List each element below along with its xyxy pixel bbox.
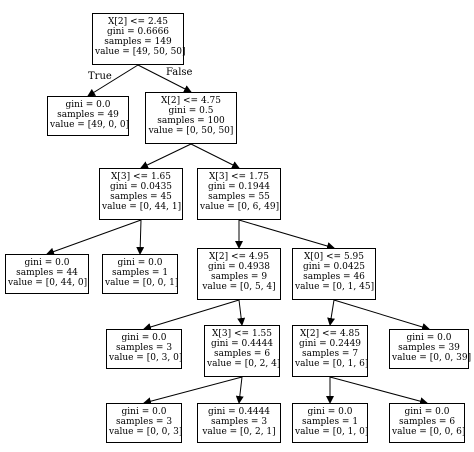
node-text-line: gini = 0.0435 (109, 182, 173, 192)
node-text-line: value = [0, 6, 49] (200, 202, 280, 212)
node-text-line: gini = 0.0 (117, 258, 163, 268)
node-text-line: X[2] <= 4.95 (209, 252, 269, 262)
node-text-line: samples = 1 (301, 417, 359, 427)
node-text-line: samples = 46 (303, 272, 365, 282)
node-text-line: value = [49, 0, 0] (50, 120, 130, 130)
tree-edge-n2-n3 (140, 143, 192, 169)
node-text-line: value = [0, 2, 1] (202, 427, 276, 437)
node-text-line: X[3] <= 1.65 (111, 172, 171, 182)
node-text-line: gini = 0.5 (168, 106, 214, 116)
node-text-line: gini = 0.4938 (207, 262, 271, 272)
node-text-line: gini = 0.0 (121, 407, 167, 417)
node-text-line: samples = 7 (301, 349, 359, 359)
tree-edge-n7-n10 (237, 299, 246, 326)
tree-edge-n10-n13 (143, 376, 243, 406)
node-text-line: samples = 39 (398, 343, 460, 353)
tree-edge-n8-n12 (333, 299, 430, 331)
node-text-line: gini = 0.0 (65, 100, 111, 110)
node-text-line: gini = 0.6666 (106, 27, 170, 37)
node-text-line: X[2] <= 2.45 (108, 17, 168, 27)
node-text-line: value = [0, 0, 6] (392, 427, 466, 437)
node-text-line: value = [0, 44, 0] (8, 278, 88, 288)
node-text-line: samples = 45 (110, 192, 172, 202)
node-text-line: samples = 3 (115, 417, 173, 427)
tree-edge-n0-n2 (137, 64, 192, 93)
node-text-line: value = [0, 0, 3] (109, 427, 183, 437)
node-text-line: samples = 6 (398, 417, 456, 427)
node-text-line: gini = 0.0 (406, 333, 452, 343)
node-text-line: samples = 3 (115, 343, 173, 353)
node-text-line: value = [0, 5, 4] (202, 282, 276, 292)
tree-edge-n3-n5 (46, 219, 142, 256)
node-text-line: value = [0, 0, 39] (392, 353, 472, 363)
node-text-line: gini = 0.2449 (298, 339, 362, 349)
node-text-line: samples = 3 (210, 417, 268, 427)
node-text-line: gini = 0.1944 (207, 182, 271, 192)
node-text-line: value = [0, 1, 0] (295, 427, 369, 437)
tree-edge-n11-n16 (329, 376, 428, 406)
tree-edge-n0-n1 (87, 64, 139, 97)
node-text-line: value = [0, 2, 4] (207, 359, 281, 369)
node-text-line: gini = 0.0 (307, 407, 353, 417)
node-text-line: samples = 9 (210, 272, 268, 282)
node-text-line: gini = 0.4444 (207, 407, 271, 417)
tree-edge-n8-n11 (327, 299, 336, 326)
node-text-line: value = [0, 50, 50] (148, 126, 234, 136)
node-text-line: X[3] <= 1.75 (209, 172, 269, 182)
node-text-line: value = [49, 50, 50] (95, 47, 186, 57)
node-text-line: samples = 44 (16, 268, 78, 278)
false-edge-label: False (166, 67, 193, 78)
node-text-line: X[0] <= 5.95 (304, 252, 364, 262)
node-text-line: X[2] <= 4.85 (300, 329, 360, 339)
tree-edge-n3-n6 (136, 219, 145, 255)
node-text-line: value = [0, 1, 45] (295, 282, 375, 292)
tree-edge-n7-n9 (143, 299, 240, 331)
node-text-line: samples = 55 (208, 192, 270, 202)
node-text-line: value = [0, 44, 1] (102, 202, 182, 212)
node-text-line: samples = 100 (157, 116, 225, 126)
node-text-line: X[3] <= 1.55 (212, 329, 272, 339)
tree-edge-n2-n4 (190, 143, 240, 169)
tree-edge-n4-n8 (238, 219, 335, 250)
node-text-line: value = [0, 0, 1] (105, 278, 179, 288)
node-text-line: gini = 0.0 (404, 407, 450, 417)
node-text-line: gini = 0.0 (24, 258, 70, 268)
node-text-line: gini = 0.4444 (210, 339, 274, 349)
node-text-line: value = [0, 1, 6] (295, 359, 369, 369)
node-text-line: samples = 6 (213, 349, 271, 359)
node-text-line: value = [0, 3, 0] (109, 353, 183, 363)
true-edge-label: True (88, 71, 112, 82)
node-text-line: X[2] <= 4.75 (161, 96, 221, 106)
node-text-line: gini = 0.0425 (302, 262, 366, 272)
node-text-line: samples = 1 (111, 268, 169, 278)
node-text-line: samples = 149 (104, 37, 172, 47)
node-text-line: samples = 49 (57, 110, 119, 120)
tree-edge-n10-n14 (235, 376, 244, 404)
node-text-line: gini = 0.0 (121, 333, 167, 343)
